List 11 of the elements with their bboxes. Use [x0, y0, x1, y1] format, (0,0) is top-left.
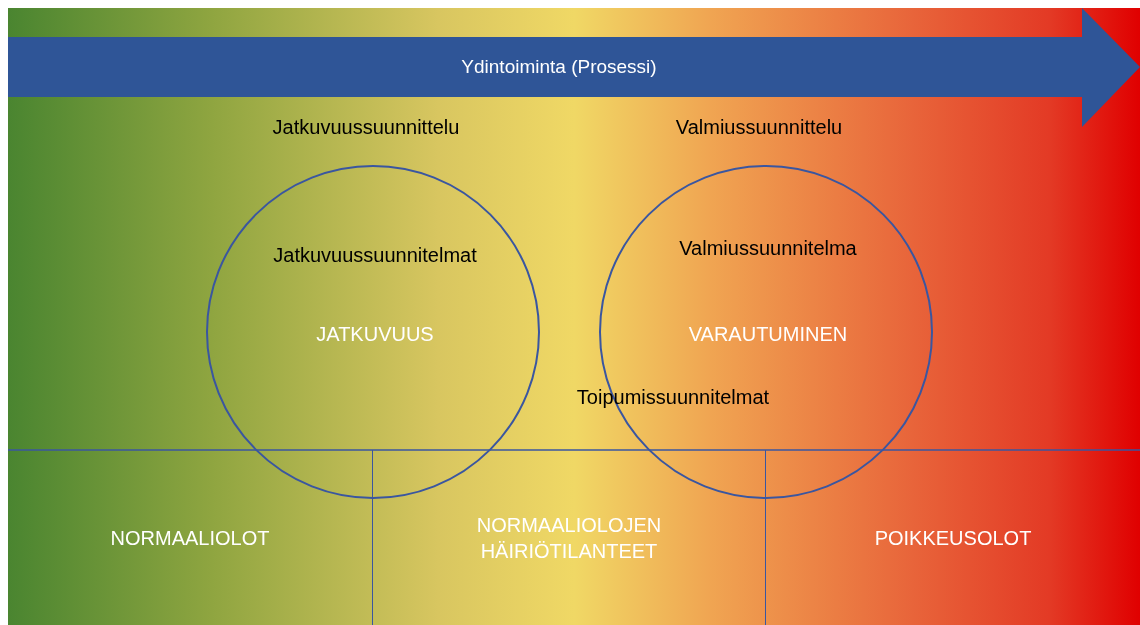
table-cell: POIKKEUSOLOT — [766, 450, 1140, 625]
plan-label: Valmiussuunnitelma — [679, 236, 857, 260]
table-cell: NORMAALIOLOT — [8, 450, 373, 625]
circle-title: JATKUVUUS — [316, 322, 434, 346]
plan-label: Jatkuvuussuunnittelu — [272, 115, 460, 139]
circle — [206, 165, 540, 499]
table-cell: NORMAALIOLOJEN HÄIRIÖTILANTEET — [373, 450, 766, 625]
plan-label: Valmiussuunnittelu — [675, 115, 843, 139]
plan-label: Jatkuvuussuunnitelmat — [273, 243, 477, 267]
circle-title: VARAUTUMINEN — [688, 322, 848, 346]
arrow-label: Ydintoiminta (Prosessi) — [461, 56, 657, 78]
